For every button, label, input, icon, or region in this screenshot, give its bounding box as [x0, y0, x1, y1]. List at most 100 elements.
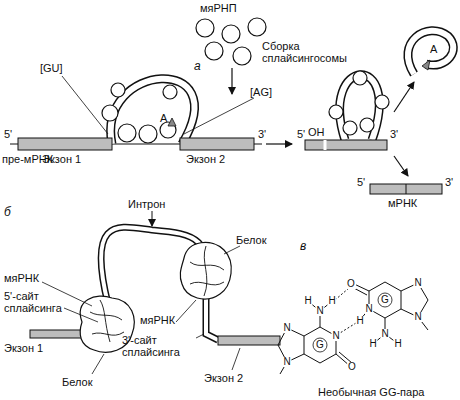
drawing-part — [406, 184, 407, 194]
leader-line — [184, 98, 254, 134]
drawing-part — [190, 246, 224, 296]
label: ОН — [308, 126, 325, 138]
atom-label: H — [327, 296, 336, 306]
drawing-part — [232, 348, 240, 370]
label: Экзон 2 — [186, 153, 225, 165]
label: 3'-сайт сплайсинга — [122, 334, 198, 358]
label: А — [430, 43, 437, 55]
drawing-part — [353, 71, 367, 85]
spliceosome-particles — [102, 83, 177, 143]
drawing-part — [408, 31, 453, 74]
label: 5' — [4, 128, 12, 140]
step-arrow — [394, 82, 414, 112]
label: 3' — [258, 128, 266, 140]
atom-label: N — [413, 278, 422, 288]
atom-label: O — [346, 279, 356, 289]
drawing-part — [375, 95, 389, 109]
drawing-part — [224, 246, 240, 254]
exon-bar — [180, 138, 254, 150]
mrna-bar — [370, 184, 442, 194]
exon-bar — [305, 140, 387, 150]
drawing-part — [340, 323, 356, 333]
drawing-part — [196, 334, 204, 338]
atom-label: N — [331, 331, 340, 341]
atom-label: O — [347, 362, 357, 372]
exon-bar — [18, 138, 112, 150]
snrnp-particles — [196, 18, 266, 65]
atom-label: N — [364, 304, 373, 314]
label: 5' — [357, 176, 365, 188]
label: Белок — [62, 376, 92, 388]
drawing-part — [176, 300, 196, 322]
drawing-part — [64, 308, 98, 322]
drawing-part — [163, 85, 177, 99]
drawing-part — [102, 105, 118, 121]
intron-loop — [111, 79, 195, 144]
drawing-part — [222, 25, 240, 43]
label: Необычная GG-пара — [318, 386, 424, 398]
drawing-part — [369, 282, 401, 318]
label: мРНК — [388, 197, 417, 209]
drawing-part — [118, 124, 136, 142]
drawing-part — [152, 211, 153, 226]
label: 3' — [445, 176, 453, 188]
label: [AG] — [250, 86, 272, 98]
atom-label: H — [303, 296, 312, 306]
protein-blob — [180, 242, 231, 299]
guanine-structure — [278, 282, 428, 374]
exon-bar — [218, 336, 280, 345]
atom-label: N — [380, 329, 389, 339]
atom-label: N — [413, 312, 422, 322]
hydrogen-bond — [335, 288, 356, 333]
lariat — [408, 31, 453, 74]
drawing-part — [329, 105, 343, 119]
label: [GU] — [40, 62, 63, 74]
step-arrow — [266, 143, 292, 144]
drawing-part — [233, 47, 251, 65]
drawing-part — [324, 140, 327, 150]
drawing-part — [92, 354, 104, 374]
drawing-part — [205, 42, 223, 60]
drawing-part — [360, 118, 374, 132]
label: Интрон — [128, 198, 165, 210]
drawing-part — [329, 71, 389, 135]
atom-label: H — [368, 339, 377, 349]
base-label: G — [381, 295, 389, 305]
drawing-part — [139, 125, 157, 143]
drawing-part — [343, 121, 357, 135]
assembly-arrow — [231, 68, 232, 94]
label: Экзон 1 — [42, 153, 81, 165]
atom-label: N — [282, 357, 291, 367]
leader-line — [62, 76, 108, 134]
drawing-part — [422, 60, 430, 70]
drawing-part — [313, 338, 327, 352]
drawing-part — [111, 79, 195, 144]
label: 3' — [390, 128, 398, 140]
label: 5'-сайт сплайсинга — [4, 290, 70, 314]
label: мяРНП — [200, 2, 237, 14]
exon-bar — [30, 330, 86, 338]
panel-letter: в — [300, 240, 306, 252]
drawing-part — [335, 288, 349, 300]
branch-point — [168, 118, 176, 126]
atom-label: N — [315, 306, 324, 316]
leader-lines — [42, 246, 240, 374]
panel-letter: б — [4, 206, 11, 218]
label: А — [160, 112, 167, 124]
atom-label: N — [282, 323, 291, 333]
step-arrow — [394, 156, 408, 176]
panel-letter: а — [194, 60, 201, 72]
label: 5' — [297, 128, 305, 140]
label: Белок — [236, 234, 266, 246]
drawing-part — [248, 18, 266, 36]
drawing-part — [196, 19, 214, 37]
base-label: G — [316, 340, 324, 350]
atom-label: H — [355, 316, 364, 326]
atom-label: H — [393, 339, 402, 349]
label: мяРНК — [4, 272, 39, 284]
drawing-part — [378, 293, 392, 307]
label: мяРНК — [140, 314, 175, 326]
label: Экзон 2 — [204, 372, 243, 384]
drawing-part — [111, 83, 125, 97]
label: Сборка сплайсингосомы — [262, 40, 362, 64]
